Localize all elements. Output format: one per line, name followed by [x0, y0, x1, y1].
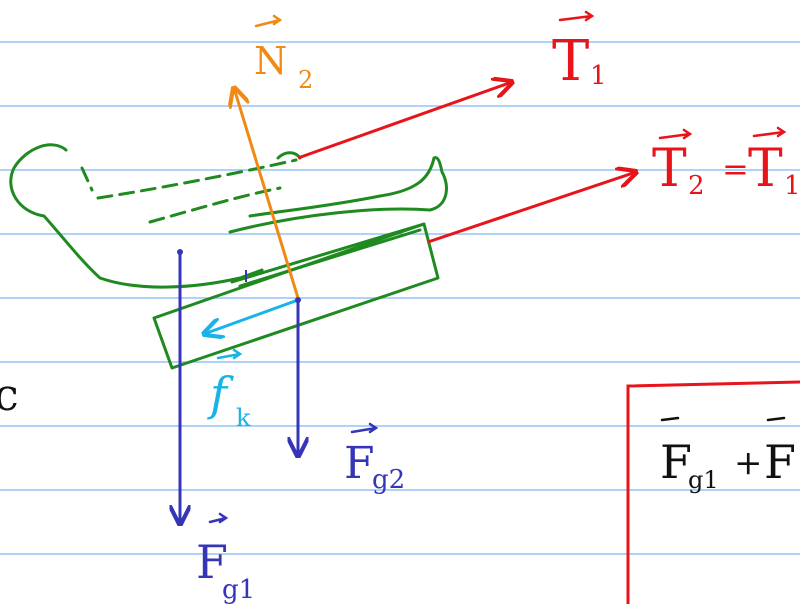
person-outline: [9, 143, 264, 289]
tension-equals: =: [722, 150, 749, 188]
center-point: [295, 297, 301, 303]
tension-1-label: T: [552, 29, 589, 94]
equation-box: [626, 380, 800, 604]
friction-arrow: [204, 298, 299, 334]
gravity-1-origin: [177, 249, 183, 255]
eq-f1-subscript: g1: [688, 466, 719, 494]
tension-2-subscript: 2: [688, 171, 705, 201]
bar-fg1: [208, 512, 229, 524]
normal-force-label: N: [254, 39, 287, 83]
eq-f2: F: [764, 435, 796, 489]
boxed-equation: F g1 + F: [626, 380, 800, 604]
bar-t1: [558, 10, 595, 22]
sled-box: [152, 222, 440, 370]
person-arm-lower: [148, 186, 282, 224]
tension-2-rhs-subscript: 1: [784, 171, 800, 201]
normal-force-arrow: [234, 88, 300, 299]
friction-subscript: k: [236, 404, 251, 432]
tension-2-rhs-label: T: [748, 139, 783, 199]
vector-bars: [208, 10, 787, 524]
eq-plus: +: [734, 443, 763, 483]
tension-2-label: T: [652, 139, 687, 199]
left-margin-char: c: [0, 370, 19, 421]
person-on-sled-icon: [9, 143, 448, 370]
normal-force-subscript: 2: [298, 66, 313, 94]
person-legs: [228, 156, 448, 234]
bar-friction: [216, 348, 243, 360]
bar-normal: [254, 14, 283, 28]
gravity-1-subscript: g1: [222, 575, 255, 605]
bar-eq-f1: [660, 416, 680, 422]
ruled-lines: [0, 41, 800, 555]
person-hand: [276, 151, 302, 160]
gravity-2-label: F: [344, 438, 375, 489]
gravity-1-label: F: [196, 535, 228, 589]
tension-1-subscript: 1: [590, 61, 607, 91]
bar-t2-rhs: [752, 126, 787, 138]
bar-t2: [658, 128, 693, 140]
friction-label: f: [207, 367, 234, 421]
eq-f1: F: [660, 435, 692, 489]
bar-eq-f2: [766, 416, 786, 422]
tension-1-arrow: [297, 82, 512, 160]
tension-2-arrow: [427, 172, 636, 244]
person-arm: [80, 158, 298, 200]
bar-fg2: [350, 422, 379, 434]
gravity-2-subscript: g2: [372, 465, 405, 495]
